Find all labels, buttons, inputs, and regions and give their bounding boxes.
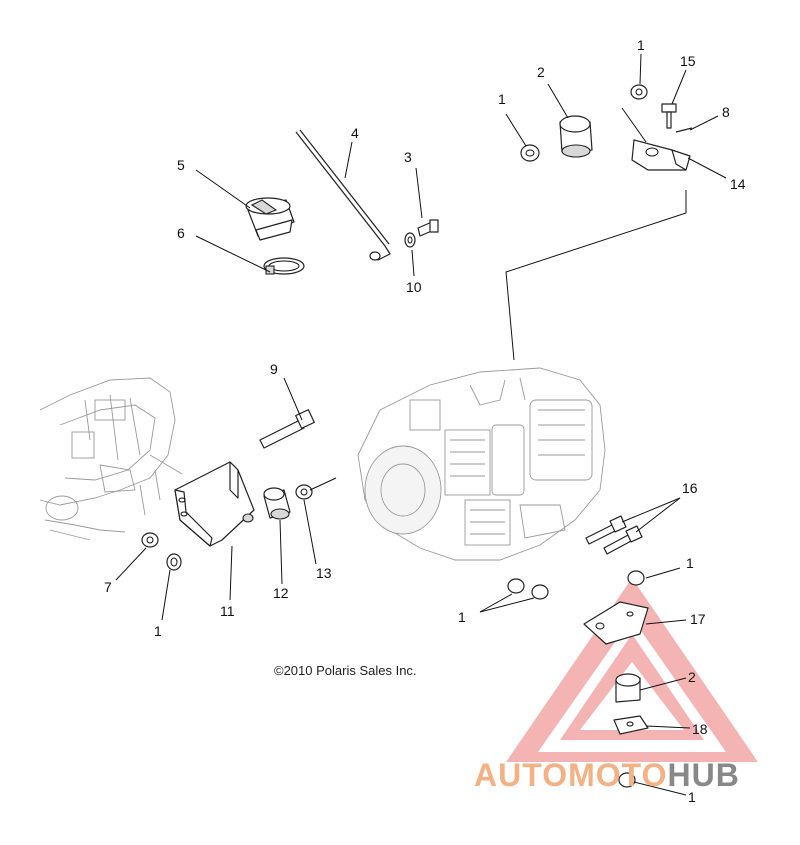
transmission-housing xyxy=(39,377,183,541)
part-plate-18 xyxy=(613,715,649,735)
callout-16: 16 xyxy=(682,480,698,496)
callout-11: 11 xyxy=(220,603,235,619)
callout-13: 13 xyxy=(316,565,332,581)
callout-7: 7 xyxy=(104,579,112,595)
callout-1: 1 xyxy=(458,609,466,625)
part-nut-lower-right xyxy=(627,570,645,586)
part-nut-7 xyxy=(141,532,159,548)
leader-lines xyxy=(115,53,727,796)
callout-18: 18 xyxy=(692,721,708,737)
callout-15: 15 xyxy=(680,53,696,69)
callout-14: 14 xyxy=(730,176,746,192)
part-bolts-16 xyxy=(585,515,643,555)
part-front-bracket-11 xyxy=(174,461,255,547)
part-long-bolt-9 xyxy=(259,409,315,449)
callout-2: 2 xyxy=(537,64,545,80)
callout-6: 6 xyxy=(177,225,185,241)
part-clamp xyxy=(263,257,305,275)
part-bolt-15 xyxy=(661,103,677,129)
part-washer-13 xyxy=(295,484,313,500)
part-nut-bottom xyxy=(618,772,636,788)
callout-8: 8 xyxy=(722,104,730,120)
callout-1: 1 xyxy=(688,789,696,805)
part-bolt-3 xyxy=(417,219,439,237)
part-pin-8 xyxy=(675,127,693,133)
part-nut-lower-pair xyxy=(507,578,549,600)
assembly-guide-line xyxy=(505,190,687,361)
watermark-text: AUTOMOTOHUB xyxy=(474,757,740,793)
callout-2: 2 xyxy=(688,669,696,685)
part-washer-front xyxy=(166,553,182,571)
part-rod xyxy=(295,129,391,261)
callout-labels: 1 2 1 15 8 14 4 3 5 6 10 9 16 1 7 1 11 1… xyxy=(104,37,746,805)
part-rubber-mount-12 xyxy=(263,487,291,520)
part-nut-upper-left xyxy=(520,144,540,162)
callout-5: 5 xyxy=(177,157,185,173)
engine-assembly xyxy=(357,367,606,561)
part-rubber-mount-2 xyxy=(559,115,593,158)
callout-1: 1 xyxy=(154,623,162,639)
part-rubber-mount-2-lower xyxy=(615,673,641,703)
callout-12: 12 xyxy=(273,585,289,601)
callout-1: 1 xyxy=(686,555,694,571)
callout-17: 17 xyxy=(690,611,706,627)
callout-1: 1 xyxy=(637,37,645,53)
part-bracket-17 xyxy=(583,601,649,645)
watermark-part2: HUB xyxy=(667,757,739,793)
part-bracket-14 xyxy=(631,139,691,171)
callout-3: 3 xyxy=(404,149,412,165)
part-washer-10 xyxy=(404,232,416,248)
callout-10: 10 xyxy=(406,279,422,295)
copyright-notice: ©2010 Polaris Sales Inc. xyxy=(274,663,417,678)
part-boot xyxy=(245,197,295,241)
part-nut-upper-right xyxy=(630,84,648,100)
callout-9: 9 xyxy=(270,361,278,377)
watermark-part1: AUTOMOTO xyxy=(474,757,667,793)
callout-4: 4 xyxy=(351,125,359,141)
callout-1: 1 xyxy=(498,91,506,107)
